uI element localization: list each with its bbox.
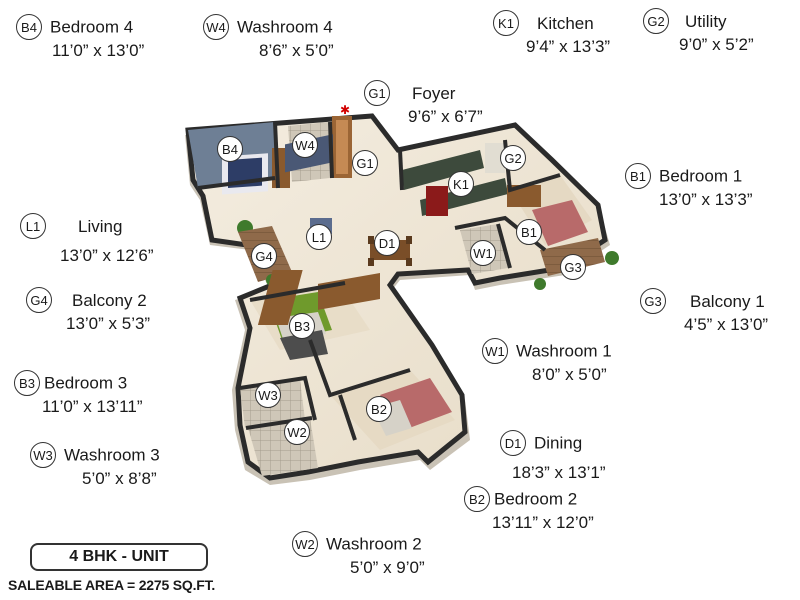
room-name: Living — [78, 216, 123, 236]
badge-g3: G3 — [640, 288, 666, 314]
room-dim: 9’6” x 6’7” — [408, 107, 483, 126]
room-name: Bedroom 2 — [494, 489, 578, 509]
legend-foyer: G1 Foyer 9’6” x 6’7” — [364, 80, 483, 127]
room-name: Bedroom 3 — [44, 373, 128, 393]
foyer-door — [332, 116, 352, 178]
badge-b2: B2 — [464, 486, 490, 512]
room-name: Kitchen — [537, 13, 594, 33]
plan-marker-k1: K1 — [448, 171, 482, 197]
plan-marker-g1: G1 — [352, 150, 386, 176]
badge-g1: G1 — [364, 80, 390, 106]
legend-washroom-1: W1 Washroom 1 8’0” x 5’0” — [482, 338, 612, 385]
badge-w4: W4 — [203, 14, 229, 40]
room-name: Dining — [534, 433, 583, 453]
bedroom-1 — [507, 175, 592, 246]
badge-w2: W2 — [292, 531, 318, 557]
room-name: Washroom 4 — [237, 17, 333, 37]
unit-type-badge: 4 BHK - UNIT — [30, 543, 208, 571]
room-dim: 11’0” x 13’11” — [42, 397, 143, 416]
room-dim: 13’11” x 12’0” — [492, 513, 594, 532]
room-dim: 5’0” x 8’8” — [82, 469, 157, 488]
badge-w3: W3 — [30, 442, 56, 468]
badge-b4: B4 — [16, 14, 42, 40]
wardrobe — [318, 272, 380, 310]
plan-marker-b1: B1 — [516, 219, 550, 245]
plan-marker-l1: L1 — [306, 224, 340, 250]
room-dim: 9’0” x 5’2” — [679, 35, 754, 54]
kitchen — [402, 143, 508, 216]
room-dim: 13’0” x 5’3” — [66, 314, 151, 333]
badge-l1: L1 — [20, 213, 46, 239]
plan-marker-b4: B4 — [217, 136, 251, 162]
plan-marker-g4: G4 — [251, 243, 285, 269]
badge-k1: K1 — [493, 10, 519, 36]
legend-balcony-1: G3 Balcony 1 4’5” x 13’0” — [640, 288, 768, 335]
plan-marker-b3: B3 — [289, 313, 323, 339]
legend-balcony-2: G4 Balcony 2 13’0” x 5’3” — [26, 287, 150, 334]
plan-marker-w3: W3 — [255, 382, 289, 408]
room-name: Bedroom 4 — [50, 17, 134, 37]
room-dim: 13’0” x 12’6” — [60, 246, 154, 265]
legend-washroom-2: W2 Washroom 2 5’0” x 9’0” — [292, 531, 425, 578]
entrance-marker: ✱ — [340, 103, 350, 117]
plan-marker-b2: B2 — [366, 396, 400, 422]
legend-bedroom-4: B4 Bedroom 4 11’0” x 13’0” — [16, 14, 144, 61]
room-dim: 18’3” x 13’1” — [512, 463, 606, 482]
room-dim: 9’4” x 13’3” — [526, 37, 611, 56]
bedroom-2 — [330, 370, 455, 450]
legend-bedroom-1: B1 Bedroom 1 13’0” x 13’3” — [625, 163, 753, 210]
room-name: Washroom 2 — [326, 534, 422, 554]
legend-kitchen: K1 Kitchen 9’4” x 13’3” — [493, 10, 610, 57]
plan-marker-w2: W2 — [284, 419, 318, 445]
room-dim: 8’6” x 5’0” — [259, 41, 334, 60]
saleable-area: SALEABLE AREA = 2275 SQ.FT. — [8, 577, 216, 593]
room-name: Foyer — [412, 83, 456, 103]
room-dim: 13’0” x 13’3” — [659, 190, 753, 209]
badge-g4: G4 — [26, 287, 52, 313]
room-name: Utility — [685, 11, 727, 31]
room-dim: 11’0” x 13’0” — [52, 41, 145, 60]
legend-living: L1 Living 13’0” x 12’6” — [20, 213, 154, 266]
badge-d1: D1 — [500, 430, 526, 456]
room-name: Balcony 2 — [72, 290, 147, 310]
room-name: Bedroom 1 — [659, 166, 743, 186]
plan-marker-w1: W1 — [470, 240, 504, 266]
room-dim: 8’0” x 5’0” — [532, 365, 607, 384]
badge-w1: W1 — [482, 338, 508, 364]
badge-g2: G2 — [643, 8, 669, 34]
plan-marker-g3: G3 — [560, 254, 594, 280]
plan-marker-d1: D1 — [374, 230, 408, 256]
room-name: Washroom 3 — [64, 445, 160, 465]
badge-b1: B1 — [625, 163, 651, 189]
legend-washroom-4: W4 Washroom 4 8’6” x 5’0” — [203, 14, 334, 61]
room-dim: 5’0” x 9’0” — [350, 558, 425, 577]
legend-dining: D1 Dining 18’3” x 13’1” — [500, 430, 606, 483]
legend-utility: G2 Utility 9’0” x 5’2” — [643, 8, 754, 55]
room-name: Balcony 1 — [690, 291, 765, 311]
badge-b3: B3 — [14, 370, 40, 396]
room-name: Washroom 1 — [516, 341, 612, 361]
plan-marker-w4: W4 — [292, 132, 326, 158]
room-dim: 4’5” x 13’0” — [684, 315, 769, 334]
plan-marker-g2: G2 — [500, 145, 534, 171]
legend-washroom-3: W3 Washroom 3 5’0” x 8’8” — [30, 442, 160, 489]
